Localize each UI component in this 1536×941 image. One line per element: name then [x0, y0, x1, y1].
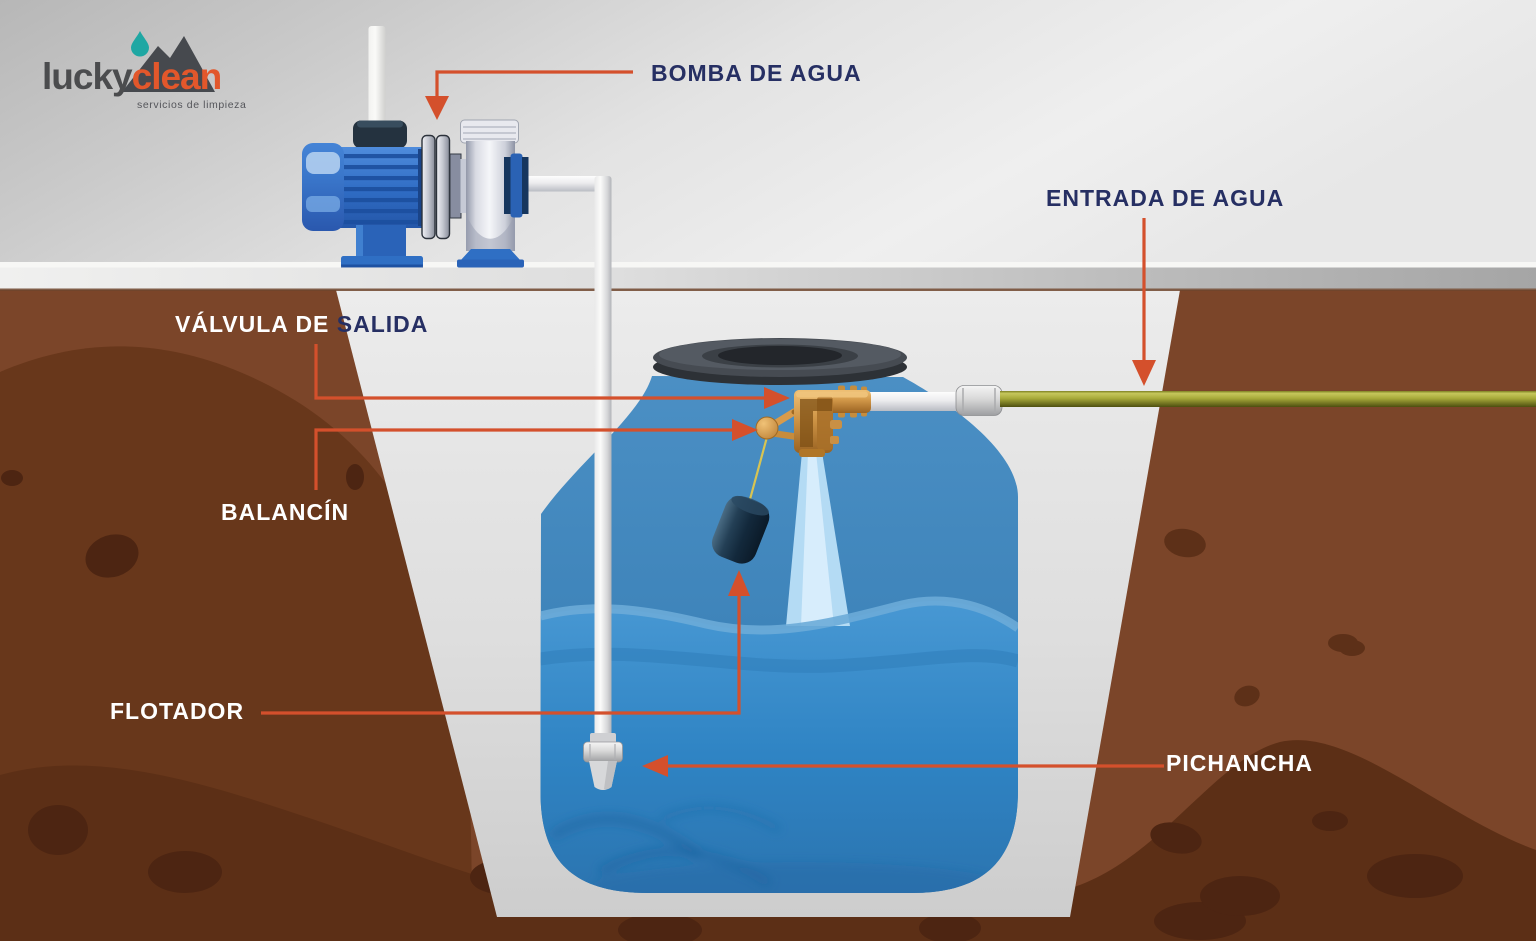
inlet-pipe	[862, 385, 1536, 416]
outlet-pipe-vertical	[594, 176, 612, 741]
brand-part2: clean	[131, 56, 223, 97]
callout-valvula-part2: SALIDA	[336, 311, 429, 337]
callout-arrows	[261, 70, 1164, 777]
float	[711, 495, 770, 564]
bomba-arrow	[425, 70, 633, 120]
water-shadow-folds	[549, 804, 1010, 893]
callout-bomba-label: BOMBA DE AGUA	[651, 60, 862, 86]
water-tank	[540, 338, 1018, 893]
dirt-spots	[1164, 528, 1365, 707]
pump-base	[341, 256, 423, 267]
callout-pichancha-label: PICHANCHA	[1166, 750, 1313, 776]
outlet-pipe-horizontal	[520, 176, 604, 192]
pichancha-arrow	[642, 755, 1164, 777]
brand-tagline: servicios de limpieza	[137, 99, 247, 111]
callout-entrada-label: ENTRADA DE AGUA	[1046, 185, 1285, 211]
ground-slab	[0, 262, 1536, 291]
water-drop-icon	[131, 31, 149, 57]
entrada-arrow	[1132, 218, 1156, 386]
pump-top-pipe	[368, 26, 386, 126]
pump-motor-fins	[338, 154, 424, 225]
flotador-arrow	[261, 570, 750, 715]
outlet-pipe	[520, 176, 623, 790]
water-surface-highlight	[540, 596, 1018, 635]
outlet-valve	[794, 385, 871, 457]
brand-part1: lucky	[42, 56, 133, 97]
valvula-arrow	[314, 344, 790, 409]
pump-outlet-flange	[504, 153, 529, 218]
brand-name: luckyclean	[42, 56, 223, 97]
pump-pedestal	[356, 225, 406, 262]
callout-flotador-label: FLOTADOR	[110, 698, 245, 724]
wall-background	[0, 0, 1536, 263]
water-spray	[786, 452, 850, 626]
callout-valvula-label: VÁLVULA DE SALIDA	[175, 313, 428, 336]
water-pump	[302, 26, 529, 268]
mountain-icon	[122, 36, 215, 92]
pump-coupling-disc	[435, 134, 451, 240]
inlet-pipe-olive-section	[1000, 391, 1536, 407]
inlet-pipe-white-section	[862, 392, 964, 411]
tank-lid	[653, 338, 907, 385]
float-valve-assembly	[711, 385, 871, 564]
pichancha-foot-valve	[583, 733, 623, 790]
balancin-ball-joint	[755, 416, 779, 440]
float-string	[747, 436, 769, 504]
logo-art	[122, 31, 215, 92]
luckyclean-logo: luckyclean servicios de limpieza	[36, 30, 256, 115]
pump-coupling-disc	[421, 134, 436, 240]
callout-valvula-part1: VÁLVULA DE	[175, 311, 337, 337]
callout-balancin-label: BALANCÍN	[221, 499, 350, 525]
balancin-arrow	[314, 419, 758, 490]
